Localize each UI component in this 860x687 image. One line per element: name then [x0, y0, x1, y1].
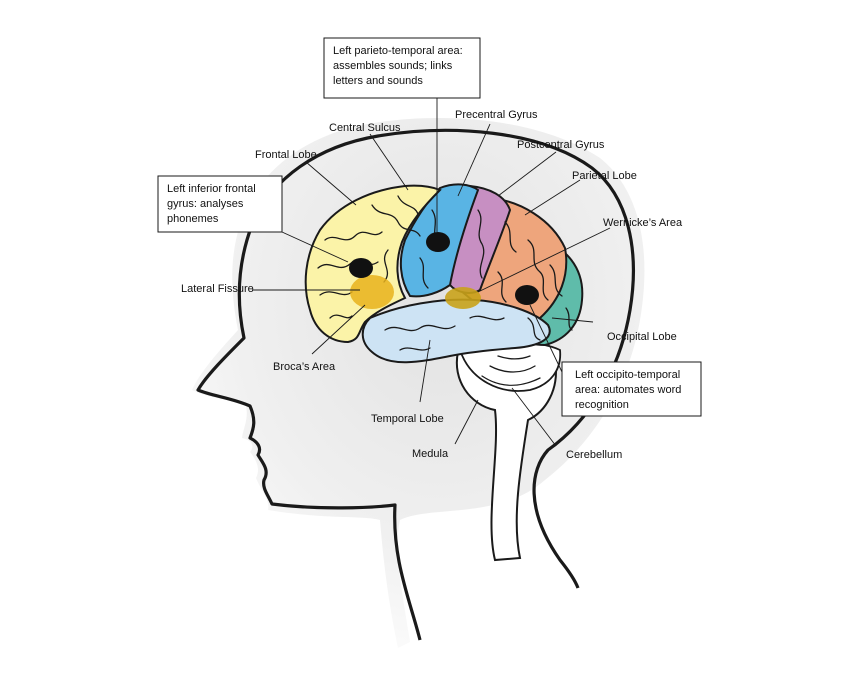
cerebellum-fold	[489, 365, 536, 373]
label-postcentral-gyrus: Postcentral Gyrus	[517, 139, 605, 151]
callout-parieto-temporal: Left parieto-temporal area: assembles so…	[323, 37, 481, 99]
leader-lines	[252, 98, 611, 447]
parietal-folds	[497, 221, 549, 303]
wernickes-area-highlight	[445, 287, 481, 309]
label-brocas-area: Broca’s Area	[273, 361, 336, 373]
callout-frontal-line2: gyrus: analyses	[167, 198, 244, 210]
callout-parieto-line2: assembles sounds; links	[333, 60, 453, 72]
label-wernickes-area: Wernicke’s Area	[603, 217, 683, 229]
callout-parieto-line3: letters and sounds	[333, 75, 423, 87]
label-cerebellum: Cerebellum	[566, 449, 622, 461]
label-parietal-lobe: Parietal Lobe	[572, 170, 637, 182]
callout-occipito-line3: recognition	[575, 399, 629, 411]
cerebellum-fold	[481, 375, 541, 386]
occipital-folds	[527, 264, 573, 341]
parieto-temporal-dot	[426, 232, 450, 252]
callout-occipito-line2: area: automates word	[575, 384, 681, 396]
callout-inferior-frontal: Left inferior frontal gyrus: analyses ph…	[157, 175, 283, 233]
label-medula: Medula	[412, 448, 449, 460]
callout-occipito-temporal: Left occipito-temporal area: automates w…	[561, 361, 702, 417]
brain-stem	[455, 350, 557, 562]
occipito-temporal-dot	[515, 285, 539, 305]
brocas-area-highlight	[350, 275, 394, 309]
label-frontal-lobe: Frontal Lobe	[255, 149, 317, 161]
callout-frontal-line1: Left inferior frontal	[167, 183, 256, 195]
label-central-sulcus: Central Sulcus	[329, 122, 401, 134]
callout-frontal-line3: phonemes	[167, 213, 219, 225]
callout-parieto-line1: Left parieto-temporal area:	[333, 45, 463, 57]
inferior-frontal-dot	[349, 258, 373, 278]
label-occipital-lobe: Occipital Lobe	[607, 331, 677, 343]
label-lateral-fissure: Lateral Fissure	[181, 283, 254, 295]
cerebellum-fold	[497, 355, 531, 360]
callout-occipito-line1: Left occipito-temporal	[575, 369, 680, 381]
label-precentral-gyrus: Precentral Gyrus	[455, 109, 538, 121]
label-temporal-lobe: Temporal Lobe	[371, 413, 444, 425]
temporal-folds	[384, 315, 505, 351]
postcentral-folds	[477, 209, 485, 279]
